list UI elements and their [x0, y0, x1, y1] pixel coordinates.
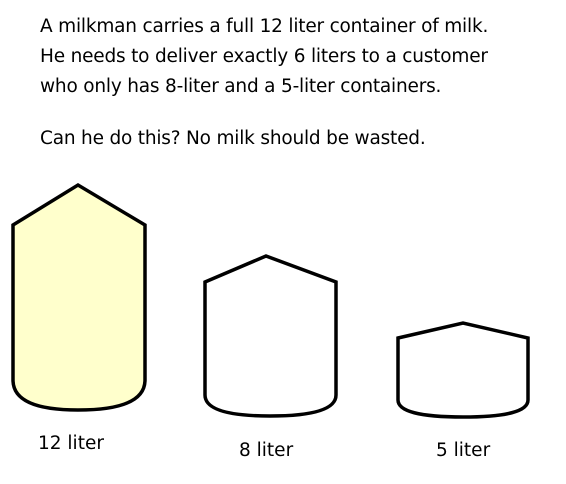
container-8-liter-label: 8 liter — [239, 440, 294, 461]
container-5-liter — [396, 321, 530, 419]
container-12-liter — [11, 182, 147, 412]
puzzle-line-1: A milkman carries a full 12 liter contai… — [40, 16, 489, 37]
container-8-liter — [203, 254, 338, 418]
puzzle-line-3: who only has 8-liter and a 5-liter conta… — [40, 76, 442, 97]
container-5-liter-label: 5 liter — [436, 440, 491, 461]
puzzle-text: A milkman carries a full 12 liter contai… — [40, 12, 560, 154]
puzzle-line-2: He needs to deliver exactly 6 liters to … — [40, 46, 488, 67]
puzzle-question: Can he do this? No milk should be wasted… — [40, 128, 426, 149]
container-12-liter-label: 12 liter — [38, 433, 104, 454]
